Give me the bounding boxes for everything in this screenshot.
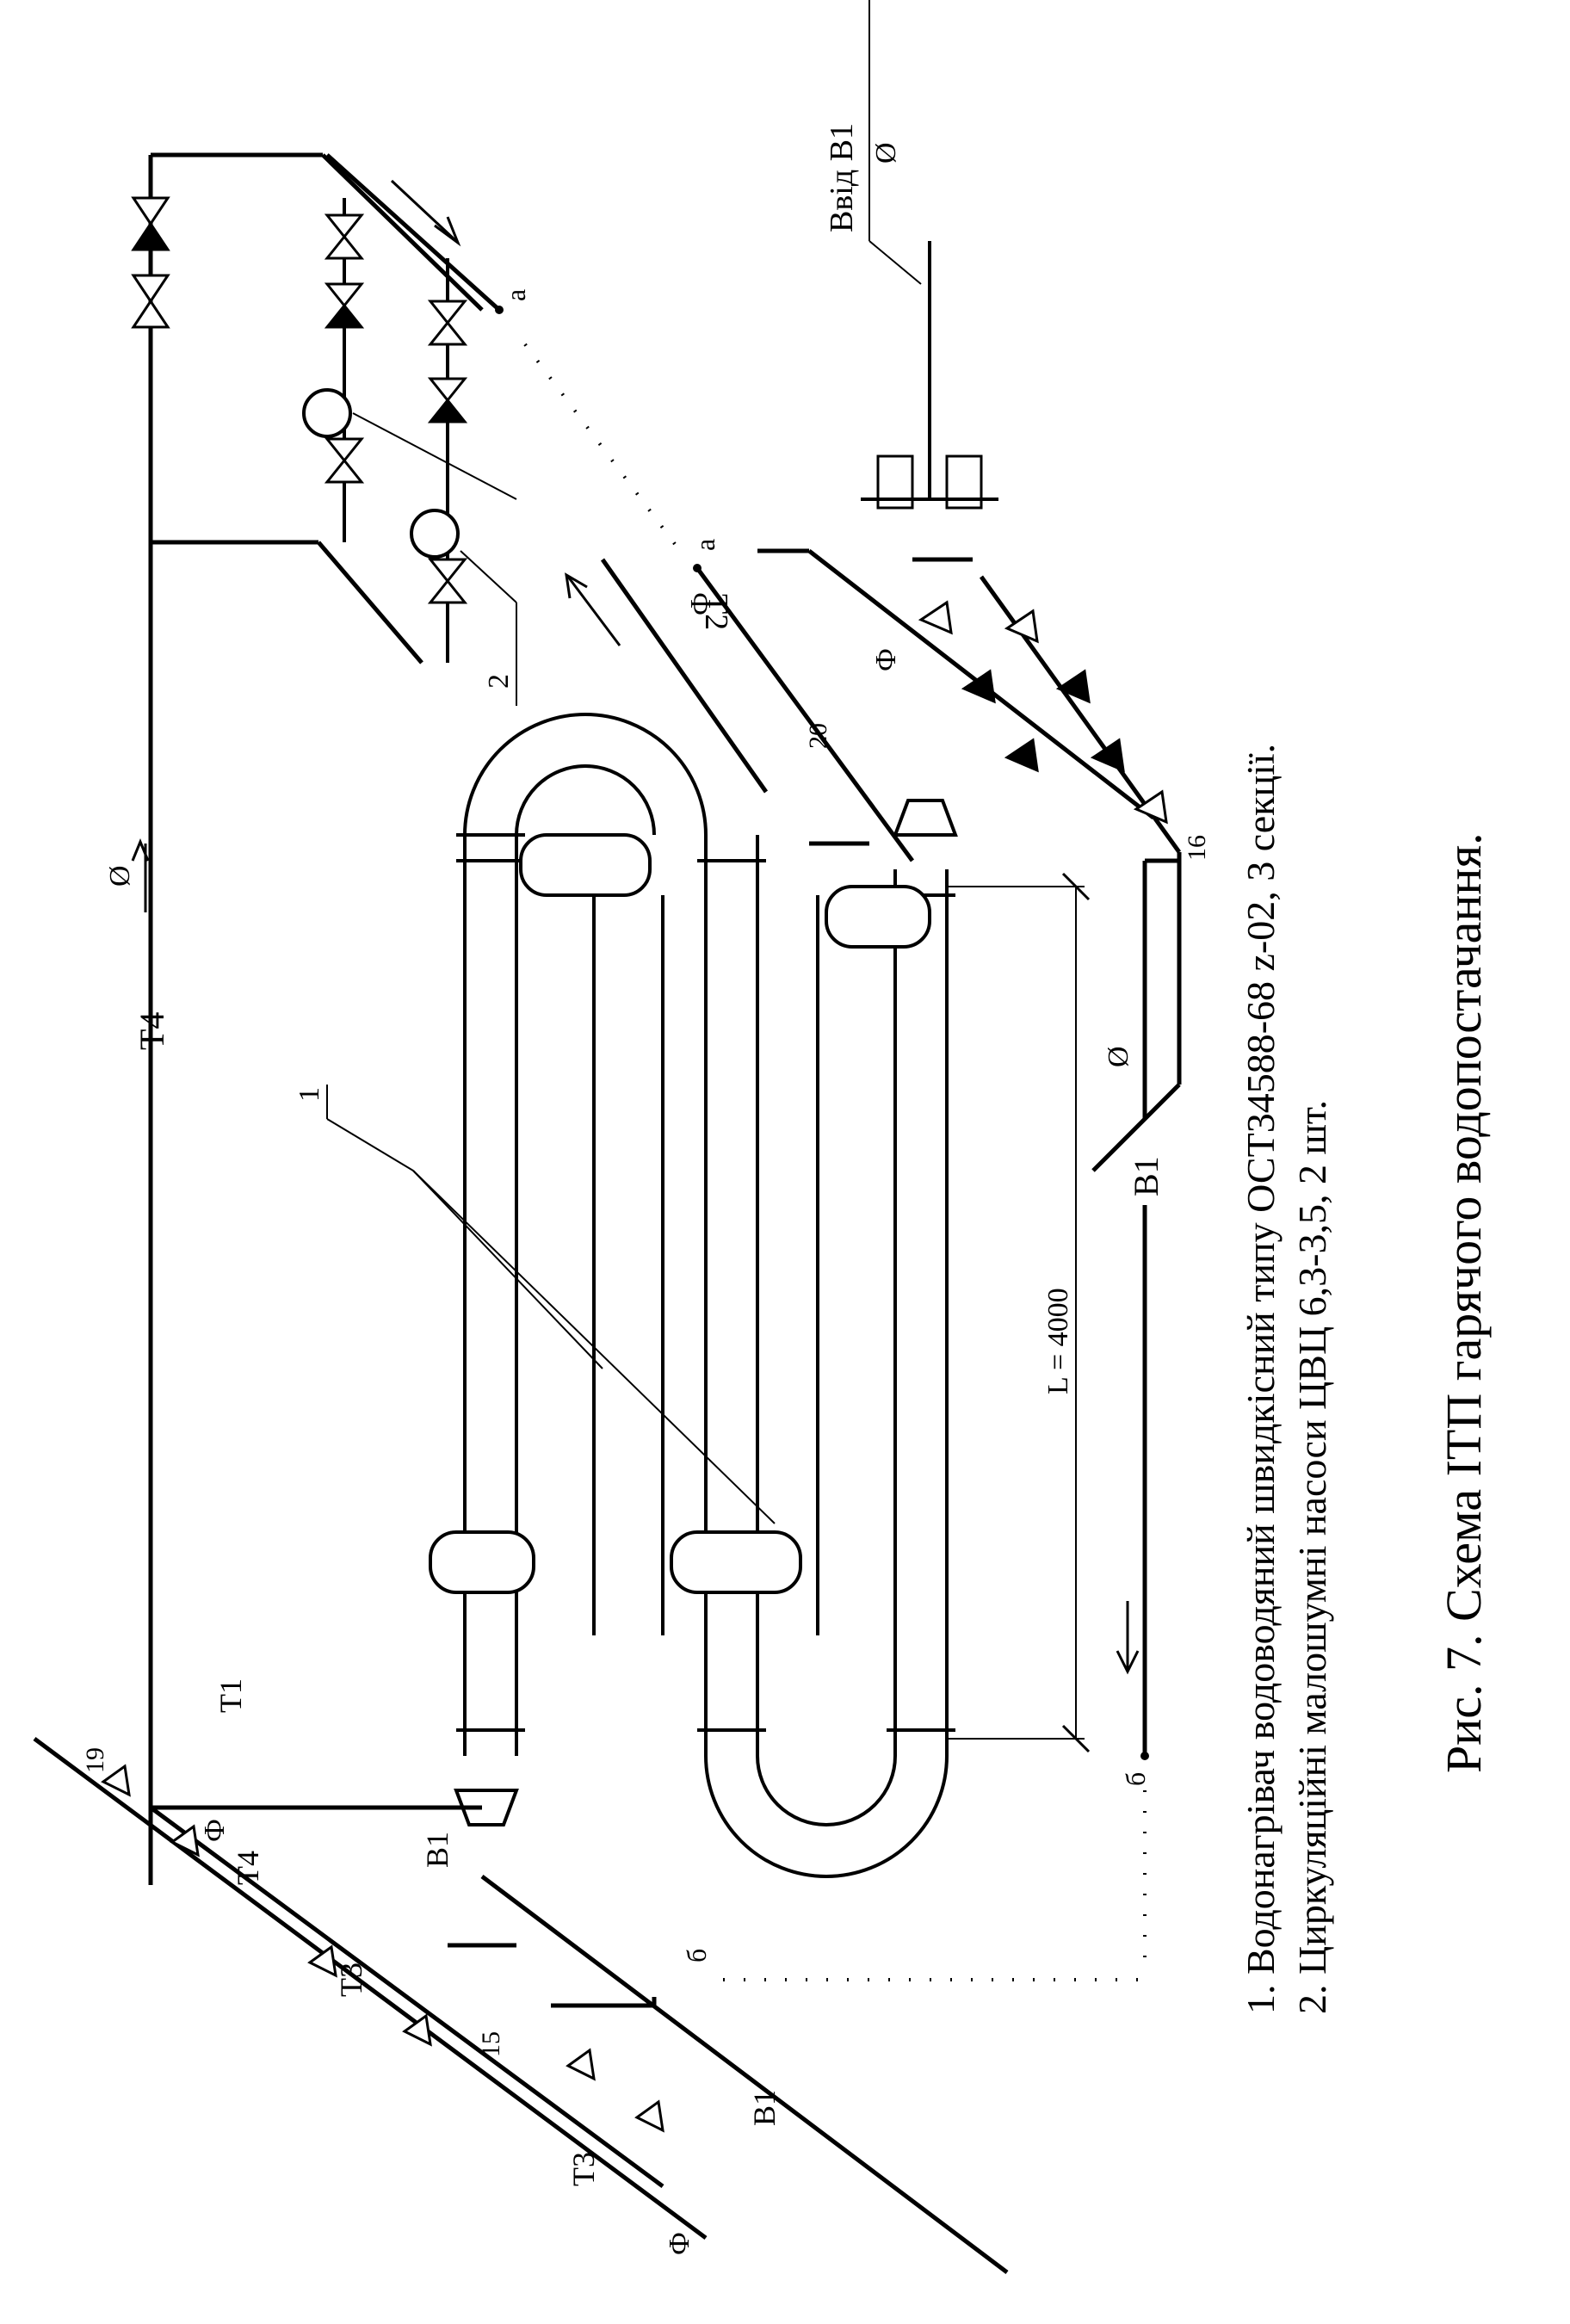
- return-diagonal: [757, 548, 1182, 1172]
- pipe-t2-diam: Ф: [685, 592, 717, 615]
- pipe-t4-low: Т4: [231, 1851, 265, 1885]
- inlet-diam: Ø: [870, 142, 902, 164]
- t4-main-pipe: [148, 152, 484, 1885]
- pipe-t2-label: Т2: [698, 594, 734, 630]
- inlet-label: Ввід В1: [824, 123, 860, 232]
- pipe-t3-diam: Ф: [664, 2232, 695, 2255]
- t2-pipe: [600, 558, 915, 862]
- note-2: 2. Циркуляційні малошумні насоси ЦВЦ 6,3…: [1290, 1100, 1334, 2014]
- ref-2-label: 2: [483, 674, 515, 689]
- dimension-l: [947, 872, 1091, 1753]
- b1-main-pipe: [1140, 858, 1179, 1760]
- pump-block: [151, 198, 517, 706]
- point-a-low: а: [689, 539, 720, 551]
- num-20: 20: [804, 723, 832, 749]
- num-19: 19: [81, 1747, 109, 1773]
- pipe-t1: Т1: [213, 1678, 248, 1713]
- note-1: 1. Водонагрівач водоводяний швидкісний т…: [1239, 744, 1283, 2014]
- lower-mains: [33, 1736, 1009, 2274]
- pipe-t3-a: Т3: [334, 1962, 368, 1997]
- inlet-b1: [861, 0, 998, 562]
- flow-arrow-t2: [565, 572, 621, 646]
- b1-diam: Ø: [1103, 1046, 1134, 1067]
- pipe-b1-b: В1: [747, 2090, 782, 2126]
- valve-t4-2: [131, 274, 170, 329]
- dimension-length: L = 4000: [1042, 1288, 1074, 1394]
- num-15: 15: [477, 2031, 505, 2057]
- valve-t4-1: [131, 196, 170, 251]
- num-16: 16: [1183, 835, 1211, 861]
- ref-1-leader: [326, 1085, 776, 1524]
- pipe-t4-low-diam: Ф: [199, 1819, 231, 1842]
- b1-label: В1: [1127, 1156, 1165, 1196]
- pipe-b1-a: В1: [420, 1832, 454, 1868]
- flow-arrow-t4: [131, 838, 150, 912]
- t4-diam: Ø: [104, 865, 136, 887]
- point-b-left: б: [681, 1949, 712, 1962]
- lower-valves: [101, 1764, 664, 2133]
- point-a-top: а: [500, 289, 531, 301]
- ref-1-label: 1: [294, 1087, 325, 1102]
- flow-arrow-a: [390, 179, 461, 247]
- diag-diam: Ф: [870, 648, 902, 671]
- figure-caption: Рис. 7. Схема ІТП гарячого водопостачанн…: [1436, 832, 1492, 1773]
- diagonal-valves: [918, 600, 1168, 825]
- t4-label: Т4: [133, 1012, 171, 1050]
- flow-arrow-b1: [1116, 1601, 1140, 1675]
- point-b-right: б: [1120, 1772, 1151, 1786]
- heat-exchanger: [429, 713, 958, 1878]
- pipe-t3-b: Т3: [566, 2152, 601, 2186]
